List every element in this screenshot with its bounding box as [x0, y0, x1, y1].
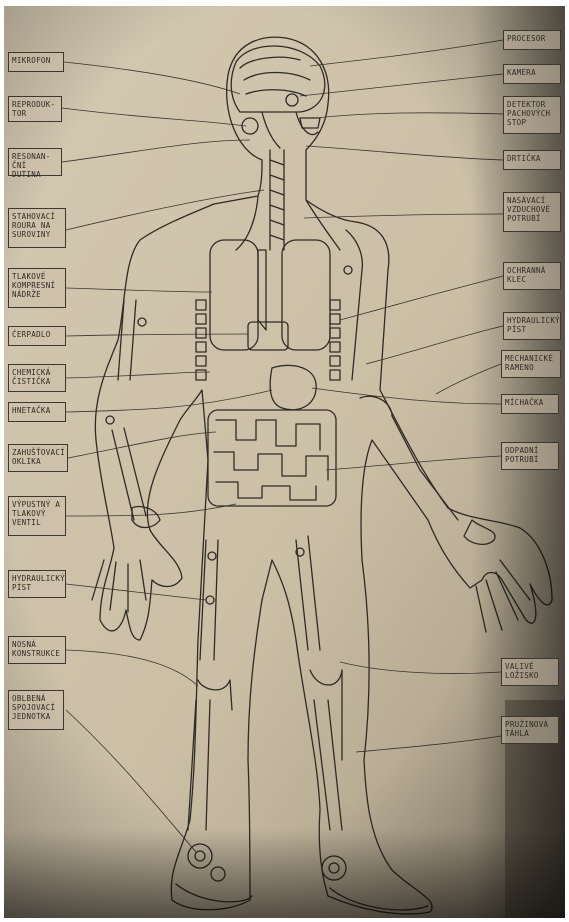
- label-pruzinova-tahla: PRUŽINOVÁ TÁHLA: [501, 716, 559, 744]
- label-rezonancni-dutina: RESONAN- ČNÍ DUTINA: [8, 148, 62, 176]
- label-reproduktor: REPRODUK- TOR: [8, 96, 62, 122]
- label-zahustovaci-oklika: ZAHUŠŤOVACÍ OKLIKA: [8, 444, 68, 472]
- label-procesor: PROCESOR: [503, 30, 561, 50]
- label-hnetacka: HNETAČKA: [8, 402, 66, 422]
- label-odpadni-potrubi: ODPADNÍ POTRUBÍ: [501, 442, 559, 470]
- label-tlakove-kompresni-nadrze: TLAKOVÉ KOMPRESNÍ NÁDRŽE: [8, 268, 66, 308]
- label-stahovaci-roura: STAHOVACÍ ROURA NA SUROVINY: [8, 208, 66, 248]
- label-detektor-pachovych-stop: DETEKTOR PACHOVÝCH STOP: [503, 96, 561, 134]
- label-drticka: DRTIČKA: [503, 150, 561, 170]
- label-mikrofon: MIKROFON: [8, 52, 64, 72]
- label-hydraulicky-pist-right: HYDRAULICKÝ PÍST: [503, 312, 561, 340]
- label-otocna-spojovaci-jednotka: OBLBENÁ SPOJOVACÍ JEDNOTKA: [8, 690, 64, 730]
- label-mechanicke-rameno: MECHANICKÉ RAMENO: [501, 350, 561, 378]
- label-hydraulicky-pist-left: HYDRAULICKÝ PÍST: [8, 570, 66, 598]
- label-cerpadlo: ČERPADLO: [8, 326, 66, 346]
- label-vypustny-ventil: VÝPUSTNÝ A TLAKOVÝ VENTIL: [8, 496, 66, 536]
- label-valive-lozisko: VALIVÉ LOŽISKO: [501, 658, 559, 686]
- label-nasavaci-vzduchove-potrubi: NASÁVACÍ VZDUCHOVÉ POTRUBÍ: [503, 192, 561, 232]
- label-nosna-konstrukce: NOSNÁ KONSTRUKCE: [8, 636, 66, 664]
- label-ochranna-klec: OCHRANNÁ KLEC: [503, 262, 561, 290]
- label-chemicka-cisticka: CHEMICKÁ ČISTIČKA: [8, 364, 66, 392]
- label-michacka: MÍCHAČKA: [501, 394, 559, 414]
- label-kamera: KAMERA: [503, 64, 561, 84]
